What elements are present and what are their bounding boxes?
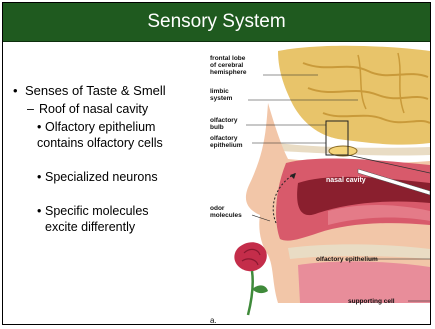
label-line: frontal lobe — [210, 55, 245, 62]
label-olfactory-epithelium-bottom: olfactory epithelium — [316, 256, 378, 263]
rose-flower — [234, 242, 268, 315]
bullet-level2-text: Roof of nasal cavity — [39, 102, 148, 116]
label-line: hemisphere — [210, 69, 247, 76]
label-olfactory-epithelium-top: olfactory epithelium — [210, 135, 243, 149]
label-line: molecules — [210, 212, 242, 219]
label-line: limbic — [210, 88, 229, 95]
olfactory-diagram: frontal lobe of cerebral hemisphere limb… — [208, 43, 430, 325]
bullet-level3-line1: Specific molecules — [45, 204, 149, 218]
label-line: olfactory — [210, 135, 237, 142]
bullet-level3-line1: Specialized neurons — [45, 170, 158, 184]
label-frontal-lobe: frontal lobe of cerebral hemisphere — [210, 55, 247, 76]
label-supporting-cell: supporting cell — [348, 298, 395, 305]
bullet-level3-neurons: • Specialized neurons — [13, 169, 218, 185]
bullet-dot: • — [37, 169, 41, 185]
label-line: system — [210, 95, 232, 102]
label-line: odor — [210, 205, 224, 212]
tongue — [298, 261, 430, 303]
label-nasal-cavity: nasal cavity — [326, 177, 366, 184]
title-bar: Sensory System — [3, 3, 430, 42]
bullet-list: Senses of Taste & Smell – Roof of nasal … — [13, 83, 218, 235]
brain-shape — [278, 46, 430, 145]
bullet-level3-line2: excite differently — [45, 220, 135, 234]
label-line: epithelium — [210, 142, 243, 149]
dash-marker: – — [27, 101, 34, 117]
label-line: olfactory — [210, 117, 237, 124]
bullet-dot: • — [37, 119, 41, 135]
label-line: bulb — [210, 124, 224, 131]
bullet-level1: Senses of Taste & Smell — [13, 83, 218, 99]
bullet-level2: – Roof of nasal cavity — [13, 101, 218, 117]
bullet-level3-olfactory: • Olfactory epithelium contains olfactor… — [13, 119, 218, 151]
label-line: of cerebral — [210, 62, 243, 69]
slide: Sensory System Senses of Taste & Smell –… — [2, 2, 431, 325]
label-odor-molecules: odor molecules — [210, 205, 242, 219]
bullet-level3-line1: Olfactory epithelium — [45, 120, 155, 134]
bullet-dot: • — [37, 203, 41, 219]
figure-letter: a. — [210, 316, 217, 325]
olfactory-illustration — [208, 43, 430, 325]
bullet-level3-line2: contains olfactory cells — [37, 136, 163, 150]
bullet-level3-molecules: • Specific molecules excite differently — [13, 203, 218, 235]
label-limbic-system: limbic system — [210, 88, 232, 102]
label-olfactory-bulb: olfactory bulb — [210, 117, 237, 131]
slide-title: Sensory System — [147, 11, 285, 33]
